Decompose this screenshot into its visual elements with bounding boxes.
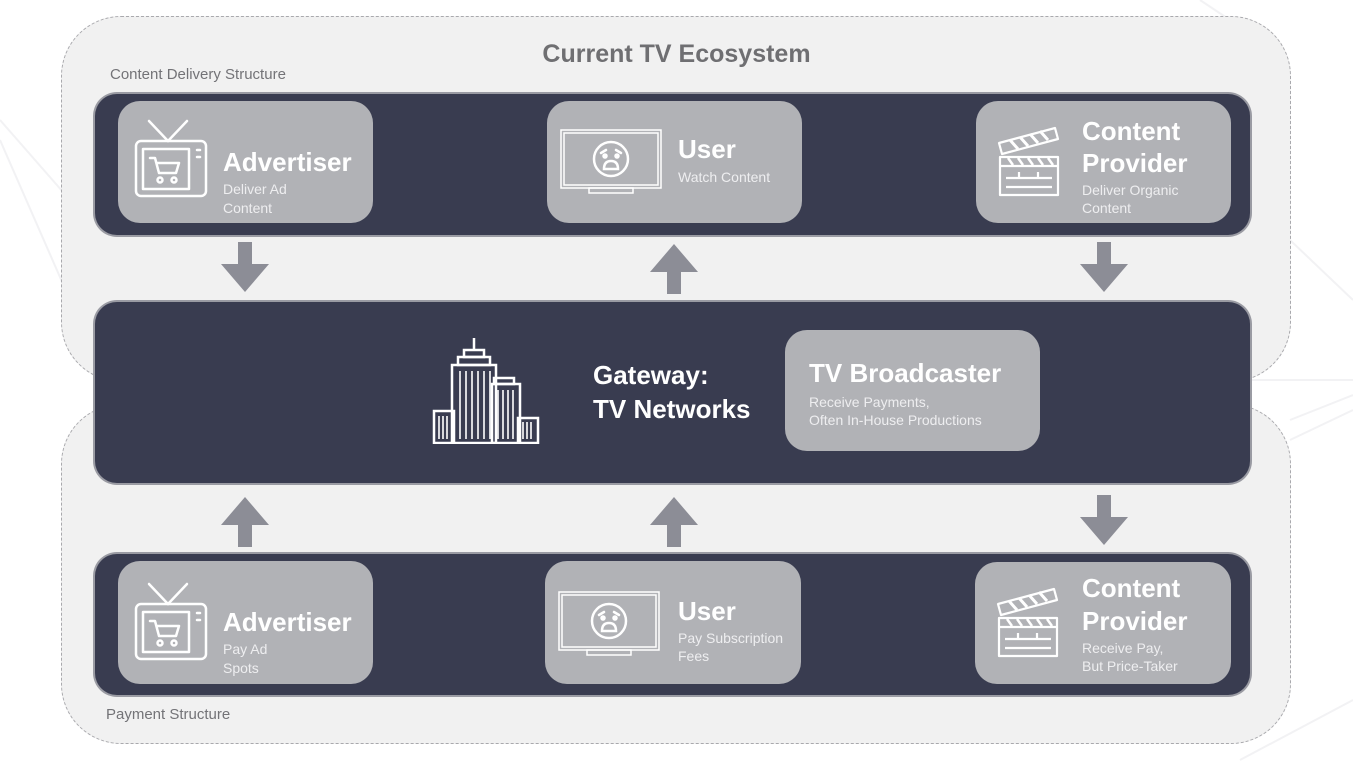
delivery-user-card: User Watch Content [547, 101, 802, 223]
card-subtitle: Pay Subscription [678, 630, 784, 646]
card-title: Provider [1082, 148, 1188, 178]
card-subtitle: Content [1082, 200, 1132, 216]
card-title: Provider [1082, 606, 1188, 636]
payment-user-card: User Pay Subscription Fees [545, 561, 801, 684]
clapperboard-icon [997, 126, 1060, 197]
arrow-up-icon [221, 497, 269, 547]
arrow-down-icon [221, 242, 269, 292]
card-subtitle: Content [223, 200, 273, 216]
card-title: Advertiser [223, 607, 352, 637]
card-title: TV Broadcaster [809, 358, 1002, 388]
gateway-label: Gateway: TV Networks [593, 358, 751, 426]
tv-broadcaster-card: TV Broadcaster Receive Payments, Often I… [785, 330, 1040, 451]
card-title: User [678, 596, 736, 626]
arrow-down-icon [1080, 495, 1128, 545]
delivery-content-provider-card: Content Provider Deliver Organic Content [976, 101, 1231, 223]
card-title: Content [1082, 573, 1181, 603]
gateway-band [95, 302, 1250, 483]
delivery-advertiser-card: Advertiser Deliver Ad Content [118, 101, 373, 223]
card-subtitle: Fees [678, 648, 710, 664]
arrow-up-icon [650, 497, 698, 547]
clapperboard-icon [996, 587, 1059, 658]
card-subtitle: Pay Ad [223, 641, 268, 657]
skyscraper-icon [432, 338, 540, 444]
card-title: User [678, 134, 736, 164]
card-title: Content [1082, 116, 1181, 146]
arrow-down-icon [1080, 242, 1128, 292]
card-subtitle: Deliver Organic [1082, 182, 1179, 198]
tv-cart-icon [134, 119, 208, 198]
gateway-line-2: TV Networks [593, 394, 751, 424]
diagram-title: Current TV Ecosystem [542, 40, 811, 68]
card-subtitle: Spots [223, 660, 259, 676]
card-subtitle: Receive Payments, [809, 394, 930, 410]
card-title: Advertiser [223, 147, 352, 177]
tv-cart-icon [134, 582, 208, 661]
card-subtitle: Deliver Ad [223, 181, 287, 197]
tv-worried-face-icon [560, 129, 662, 194]
card-subtitle: Often In-House Productions [809, 412, 982, 428]
content-delivery-label: Content Delivery Structure [110, 66, 286, 83]
card-subtitle: But Price-Taker [1082, 658, 1178, 674]
gateway-line-1: Gateway: [593, 360, 709, 390]
tv-worried-face-icon [558, 591, 660, 656]
card-subtitle: Receive Pay, [1082, 640, 1164, 656]
card-subtitle: Watch Content [678, 169, 771, 185]
payment-content-provider-card: Content Provider Receive Pay, But Price-… [975, 562, 1231, 684]
arrow-up-icon [650, 244, 698, 294]
payment-advertiser-card: Advertiser Pay Ad Spots [118, 561, 373, 684]
payment-structure-label: Payment Structure [106, 706, 231, 723]
